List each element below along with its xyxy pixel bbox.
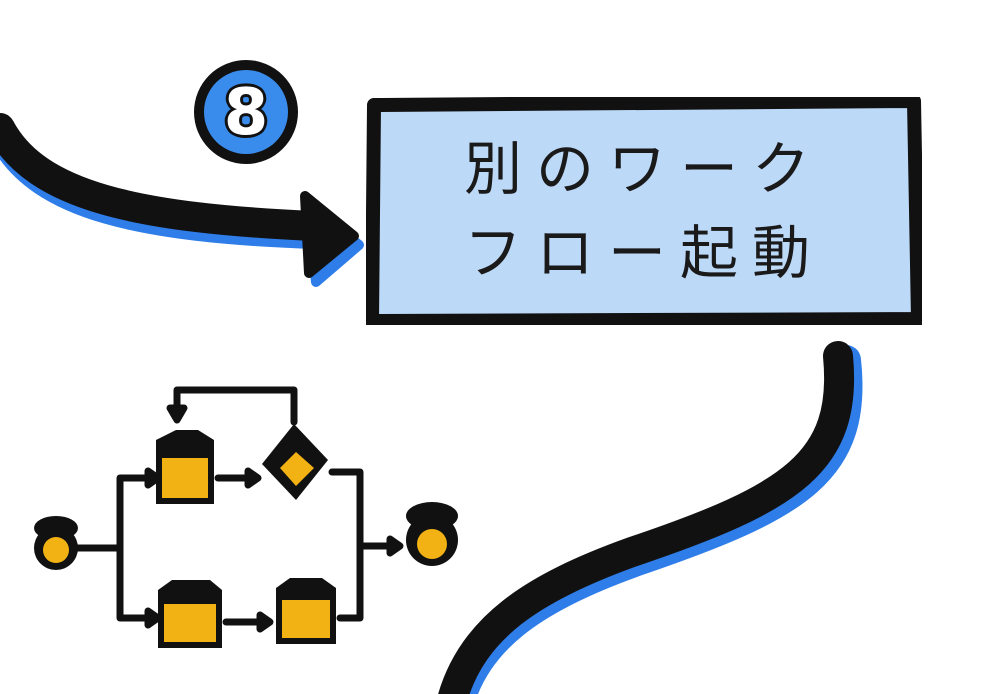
- task-node-bottom-right: [276, 578, 336, 644]
- step-number: 8: [223, 76, 269, 150]
- loop-connector: [173, 386, 298, 426]
- step-label: 別のワーク フロー起動: [366, 97, 922, 325]
- step-badge: 8: [190, 56, 302, 168]
- loop-arrowhead: [166, 404, 188, 424]
- branch-connector: [70, 474, 154, 622]
- step-label-line-2: フロー起動: [463, 219, 824, 287]
- end-node: [406, 502, 458, 566]
- branch-arrowhead-top: [144, 467, 162, 489]
- merge-connector: [328, 468, 396, 622]
- decision-node: [262, 424, 328, 500]
- task-to-task-arrowhead: [256, 611, 274, 633]
- start-node: [34, 516, 78, 570]
- incoming-arrow-line: [0, 113, 329, 241]
- outgoing-curve: [438, 341, 855, 694]
- step-label-line-1: 別のワーク: [463, 135, 824, 203]
- step-badge-circle: [194, 60, 298, 164]
- branch-arrowhead-bottom: [144, 607, 162, 629]
- task-node-bottom-left: [158, 580, 222, 648]
- step-box-frame: [366, 97, 922, 325]
- merge-arrowhead: [386, 535, 404, 557]
- task-node-top: [156, 430, 214, 504]
- incoming-arrowhead: [300, 191, 359, 278]
- step-box: 別のワーク フロー起動: [366, 97, 922, 325]
- task-to-decision-arrowhead: [244, 467, 262, 489]
